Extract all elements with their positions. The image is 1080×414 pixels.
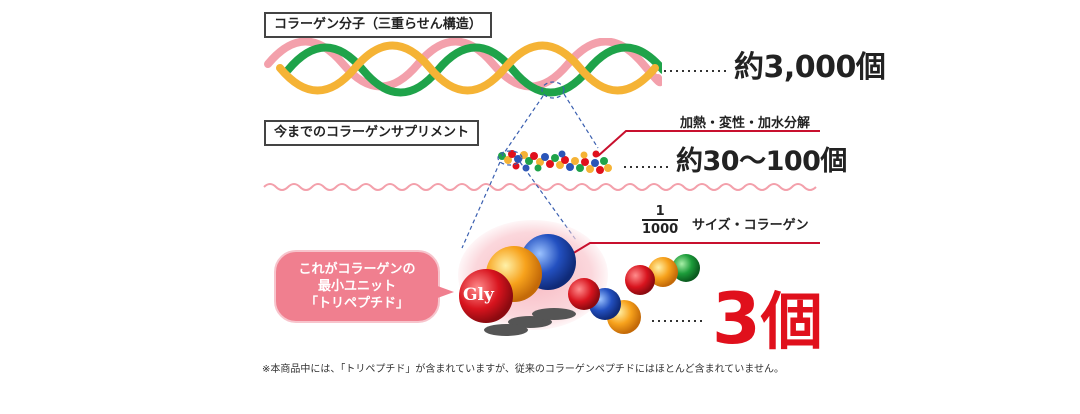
wavy-separator — [263, 183, 817, 191]
process-note: 加熱・変性・加水分解 — [680, 116, 811, 131]
leader-dots-supplement — [624, 166, 672, 168]
triple-helix — [264, 38, 662, 97]
collagen-molecule-label: コラーゲン分子（三重らせん構造） — [264, 12, 492, 38]
sphere-red-small — [568, 278, 600, 310]
tripeptide-count-unit: 個 — [760, 285, 823, 358]
bubble-tail — [432, 284, 454, 300]
supplement-label: 今までのコラーゲンサプリメント — [264, 120, 480, 146]
sphere-orange-small-2 — [648, 257, 678, 287]
bubble-line-1: これがコラーゲンの — [298, 262, 416, 277]
helix-strand-green — [284, 43, 662, 97]
bubble-line-3: 「トリペプチド」 — [304, 296, 409, 311]
supplement-count: 約30〜100個 — [676, 146, 847, 177]
helix-strand-pink — [264, 38, 662, 91]
process-pointer-line — [597, 130, 820, 157]
tripeptide-callout-bubble: これがコラーゲンの 最小ユニット 「トリペプチド」 — [274, 250, 440, 323]
sphere-gly-red — [459, 269, 513, 323]
fraction-numerator: 1 — [655, 204, 665, 219]
helix-strand-orange — [276, 41, 659, 95]
bubble-line-2: 最小ユニット — [317, 279, 396, 294]
fraction-denominator: 1000 — [642, 219, 679, 237]
leader-dots-collagen — [664, 70, 730, 72]
footnote: ※本商品中には、「トリペプチド」が含まれていますが、従来のコラーゲンペプチドには… — [262, 364, 784, 375]
leader-dots-tripeptide — [652, 320, 704, 322]
size-fraction: 1 1000 — [642, 204, 679, 237]
tripeptide-spheres — [459, 234, 700, 336]
sphere-red-small-2 — [625, 265, 655, 295]
tripeptide-count: 3個 — [712, 284, 823, 357]
tripeptide-count-number: 3 — [712, 278, 761, 360]
size-note: サイズ・コラーゲン — [692, 218, 809, 233]
sphere-green-small — [672, 254, 700, 282]
collagen-count: 約3,000個 — [734, 50, 886, 85]
gly-label: Gly — [463, 285, 494, 305]
supplement-peptide-cluster — [498, 150, 612, 174]
